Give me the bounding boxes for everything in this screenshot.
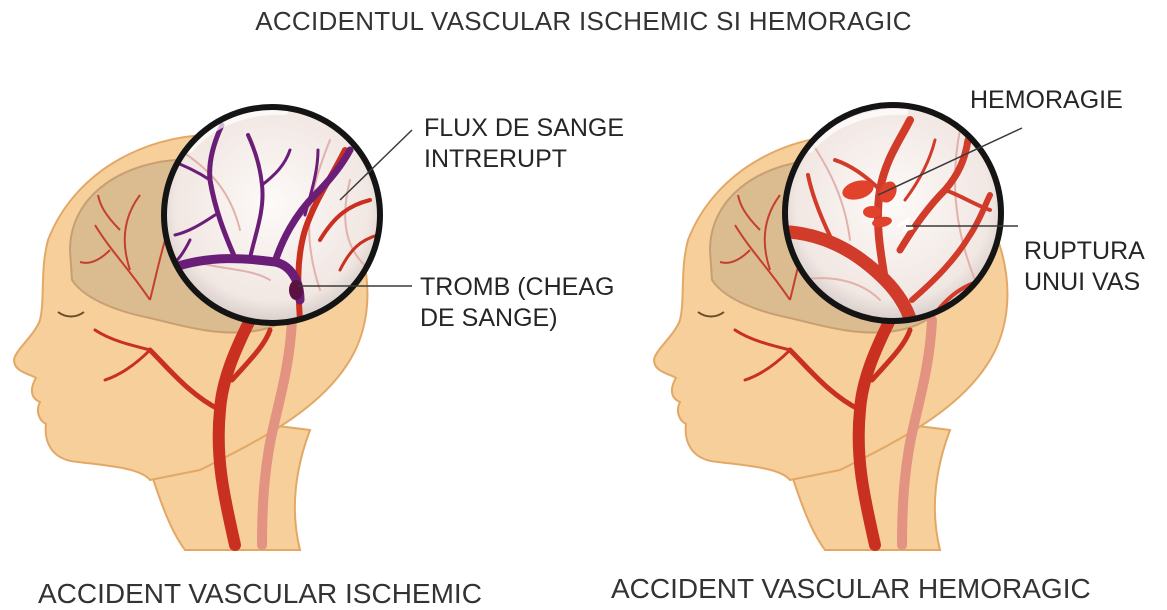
ischemic-lens	[164, 107, 380, 323]
hemorrhagic-head	[654, 105, 1022, 550]
label-tromb: TROMB (CHEAG DE SANGE)	[420, 272, 614, 334]
ischemic-head	[14, 107, 412, 550]
label-flux: FLUX DE SANGE INTRERUPT	[424, 113, 624, 175]
label-ruptura: RUPTURA UNUI VAS	[1024, 236, 1145, 298]
label-flux-line2: INTRERUPT	[424, 144, 624, 175]
caption-hemorrhagic: ACCIDENT VASCULAR HEMORAGIC	[611, 573, 1091, 605]
label-ruptura-line1: RUPTURA	[1024, 236, 1145, 267]
hemorrhagic-lens	[785, 105, 1001, 325]
label-hemoragie: HEMORAGIE	[970, 85, 1123, 116]
label-hemoragie-text: HEMORAGIE	[970, 85, 1123, 116]
caption-ischemic: ACCIDENT VASCULAR ISCHEMIC	[38, 578, 482, 610]
label-flux-line1: FLUX DE SANGE	[424, 113, 624, 144]
label-ruptura-line2: UNUI VAS	[1024, 267, 1145, 298]
label-tromb-line1: TROMB (CHEAG	[420, 272, 614, 303]
clot	[289, 280, 303, 300]
label-tromb-line2: DE SANGE)	[420, 303, 614, 334]
